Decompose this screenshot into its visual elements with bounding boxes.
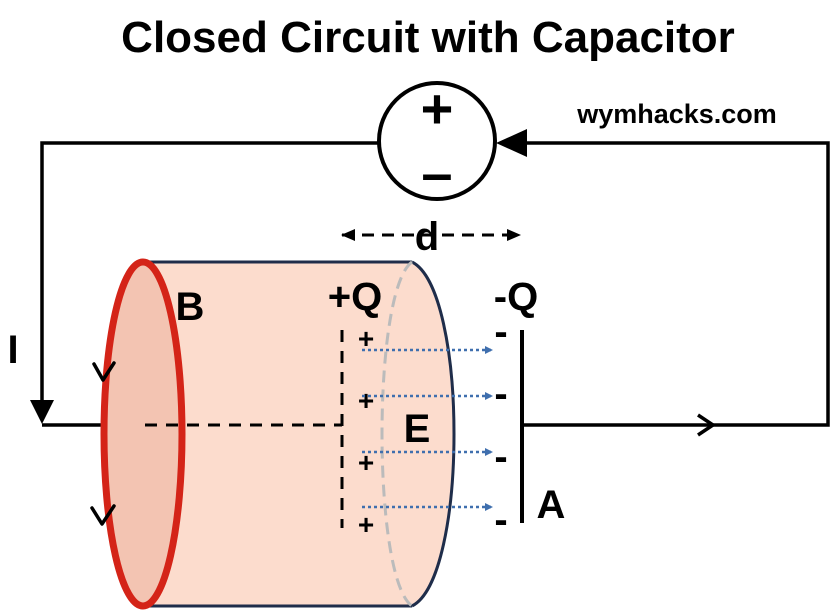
watermark: wymhacks.com [576, 99, 777, 129]
loop-direction-arrow-top-icon [92, 361, 116, 382]
loop-direction-arrow-bottom-icon [90, 504, 116, 526]
wire-arrow-right-icon [697, 413, 717, 437]
electric-field-label: E [404, 407, 431, 451]
positive-sign: + [358, 323, 374, 354]
cylinder-end-back [380, 260, 413, 608]
positive-sign: + [358, 509, 374, 540]
battery-input-arrow-icon [496, 129, 527, 157]
gap-label: d [415, 215, 439, 259]
negative-sign: - [494, 435, 507, 479]
diagram-title: Closed Circuit with Capacitor [121, 13, 735, 62]
positive-sign: + [358, 447, 374, 478]
battery-minus: – [421, 141, 452, 204]
negative-sign: - [494, 310, 507, 354]
area-label: A [537, 483, 566, 527]
wire-right [522, 141, 830, 427]
cylinder-body [143, 262, 454, 606]
negative-sign: - [494, 498, 507, 542]
amperian-loop [100, 258, 186, 610]
cylinder-end-front [411, 260, 456, 608]
negative-sign: - [494, 372, 507, 416]
battery-plus: + [421, 77, 454, 140]
current-arrow-icon [30, 400, 54, 424]
current-label: I [7, 328, 18, 372]
wire-left [40, 141, 378, 405]
positive-charge-label: +Q [328, 275, 382, 319]
magnetic-field-label: B [176, 285, 205, 329]
positive-sign: + [358, 385, 374, 416]
negative-charge-label: -Q [494, 275, 538, 319]
battery-icon [377, 81, 497, 201]
